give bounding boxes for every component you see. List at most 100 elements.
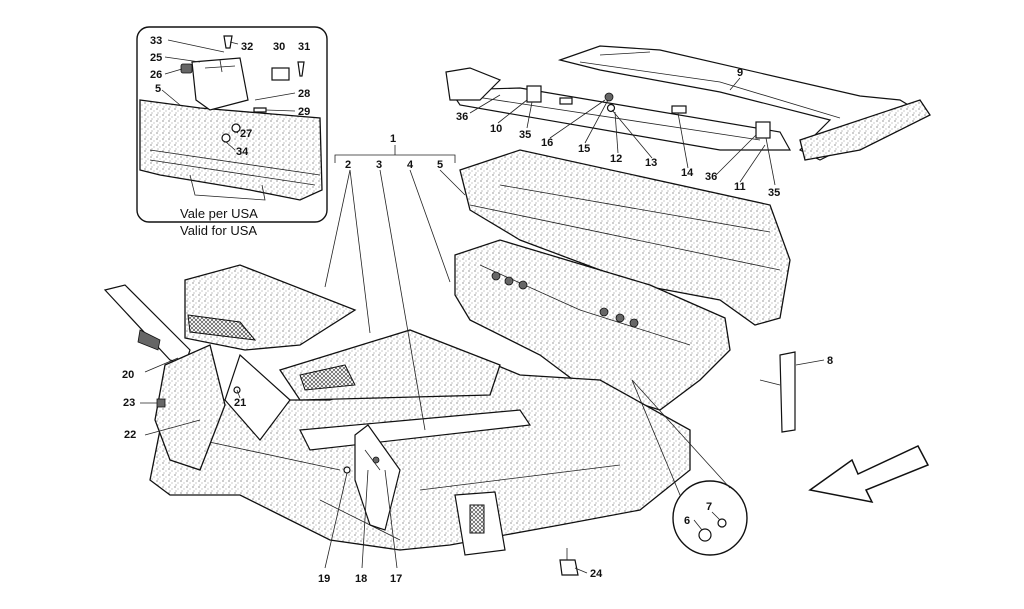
leader-10 xyxy=(497,99,528,124)
inset-floor-ribs xyxy=(149,149,321,201)
callout-36-right: 36 xyxy=(705,171,717,183)
grommet-6 xyxy=(629,318,639,328)
grommet-2 xyxy=(504,276,514,286)
callout-22: 22 xyxy=(124,429,136,441)
leader-27 xyxy=(235,131,239,134)
callout-9: 9 xyxy=(737,67,743,79)
callout-17: 17 xyxy=(390,573,402,585)
callout-14: 14 xyxy=(681,167,694,179)
leader-lines xyxy=(140,39,825,574)
trim-panel-9-lower xyxy=(799,99,931,161)
leader-17 xyxy=(384,469,398,569)
inset-nut-27 xyxy=(231,123,241,133)
callout-34: 34 xyxy=(236,146,249,158)
callout-18: 18 xyxy=(355,573,367,585)
leader-3 xyxy=(379,169,426,431)
callout-11: 11 xyxy=(734,181,746,193)
bracket-35-right xyxy=(755,121,771,139)
inset-screw-32 xyxy=(223,35,233,49)
leader-16 xyxy=(549,99,606,139)
leader-35r xyxy=(765,137,776,186)
mat-3-grill xyxy=(299,364,356,391)
grommet-5 xyxy=(615,313,625,323)
trim-20-slot xyxy=(137,329,161,351)
callout-4: 4 xyxy=(407,159,414,171)
callout-labels: 1 2 3 4 5 6 7 8 9 10 11 12 13 14 15 16 1… xyxy=(122,35,833,585)
leader-2 xyxy=(324,169,371,334)
leader-13 xyxy=(611,109,653,159)
callout-30: 30 xyxy=(273,41,285,53)
bracket-8 xyxy=(779,351,796,433)
leader-5 xyxy=(439,169,466,196)
clip-24 xyxy=(559,559,579,576)
clip-16 xyxy=(559,97,573,105)
callout-23: 23 xyxy=(123,397,135,409)
usa-inset: Vale per USA Valid for USA xyxy=(136,26,328,238)
callout-12: 12 xyxy=(610,153,622,165)
group-bracket-1 xyxy=(334,145,456,163)
bracket-18-holes xyxy=(364,449,381,471)
bracket-8-arrow xyxy=(759,379,781,386)
leader-32 xyxy=(229,41,239,45)
leader-28 xyxy=(254,92,296,101)
callout-27: 27 xyxy=(240,128,252,140)
leader-33 xyxy=(167,39,225,53)
callout-7: 7 xyxy=(706,501,712,513)
inset-bolt-29 xyxy=(253,107,267,113)
callout-8: 8 xyxy=(827,355,833,367)
callout-16: 16 xyxy=(541,137,553,149)
bracket-18-hole xyxy=(372,456,380,464)
leader-20 xyxy=(144,357,179,373)
callout-25: 25 xyxy=(150,52,162,64)
crossmember-bar-detail xyxy=(469,95,761,141)
inset-caption-line1: Vale per USA xyxy=(180,206,258,221)
detail-circle xyxy=(631,379,748,556)
grommet-3 xyxy=(518,280,528,290)
leader-36l xyxy=(469,94,501,114)
panel-21 xyxy=(224,353,291,441)
callout-19: 19 xyxy=(318,573,330,585)
inset-screw-31 xyxy=(297,61,305,77)
callout-10: 10 xyxy=(490,123,502,135)
callout-35-left: 35 xyxy=(519,129,531,141)
leader-15 xyxy=(584,99,609,144)
plug-6 xyxy=(698,528,712,542)
fastener-13 xyxy=(606,103,616,113)
leader-11 xyxy=(739,144,766,183)
leader-24 xyxy=(574,567,588,574)
callout-33: 33 xyxy=(150,35,162,47)
bracket-35-left xyxy=(526,85,542,103)
callout-20: 20 xyxy=(122,369,134,381)
inset-caption-line2: Valid for USA xyxy=(180,223,257,238)
leader-9 xyxy=(729,77,741,91)
clip-24-group xyxy=(559,548,579,576)
callout-24: 24 xyxy=(590,568,603,580)
callout-26: 26 xyxy=(150,69,162,81)
leader-22 xyxy=(144,419,201,436)
callout-35-right: 35 xyxy=(768,187,780,199)
lower-back-carpet-panel xyxy=(454,239,731,411)
grommet-1 xyxy=(491,271,501,281)
fastener-19 xyxy=(343,466,351,474)
callout-21: 21 xyxy=(234,397,246,409)
upper-back-carpet-panel xyxy=(459,149,791,326)
grommet-4 xyxy=(599,307,609,317)
callout-31: 31 xyxy=(298,41,310,53)
leader-36r xyxy=(715,134,757,176)
floor-footwell-slot xyxy=(469,504,485,534)
callout-6: 6 xyxy=(684,515,690,527)
leader-18 xyxy=(361,469,369,569)
end-bracket-left xyxy=(445,67,502,101)
inset-washer-34 xyxy=(221,133,231,143)
callout-15: 15 xyxy=(578,143,590,155)
direction-arrow xyxy=(808,445,930,504)
callout-28: 28 xyxy=(298,88,310,100)
inset-clip-26 xyxy=(180,63,193,74)
leader-7 xyxy=(711,511,721,521)
clip-23 xyxy=(156,398,166,408)
clip-14 xyxy=(671,105,687,114)
side-bracket-8 xyxy=(759,351,796,433)
detail-circle-outline xyxy=(672,480,748,556)
trim-22 xyxy=(154,344,226,471)
